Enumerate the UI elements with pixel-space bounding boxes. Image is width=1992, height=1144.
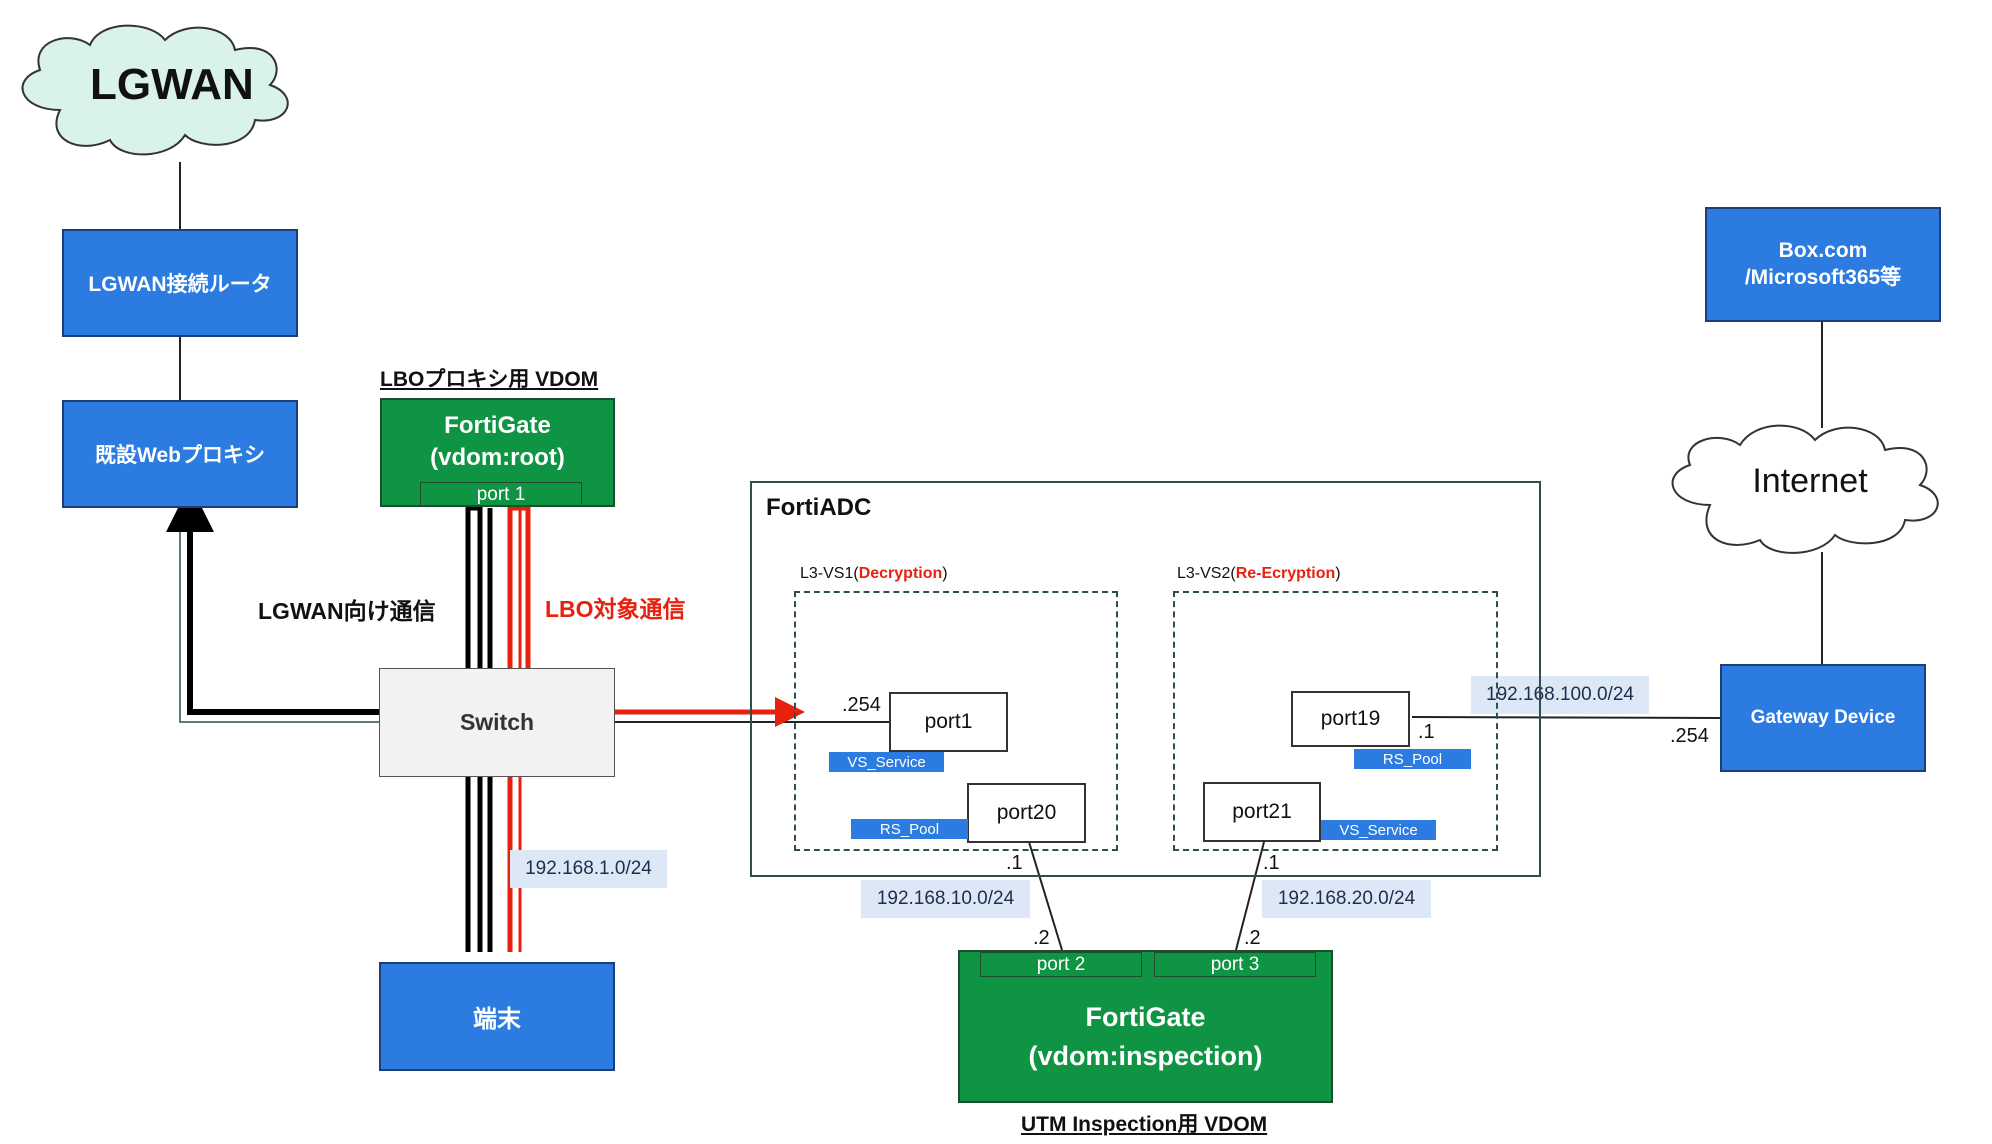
fortigate-root-vdom: (vdom:root) [430,444,565,471]
terminal-node: 端末 [379,962,615,1071]
vs2-box [1173,591,1498,851]
port21-ip-label: .1 [1263,852,1280,874]
vs2-service-tag: VS_Service [1321,820,1436,840]
fortiadc-container [750,481,1541,877]
fortiadc-title: FortiADC [766,494,872,521]
vs1-pool-tag: RS_Pool [851,819,968,839]
lgwan-router-node: LGWAN接続ルータ [62,229,298,337]
gateway-device-node: Gateway Device [1720,664,1926,772]
fortigate-inspection-vdom: (vdom:inspection) [1028,1041,1263,1071]
internet-cloud-label: Internet [1752,462,1868,500]
port1-box: port1 [889,692,1008,752]
gateway-ip-label: .254 [1670,725,1709,747]
port20-box: port20 [967,783,1086,843]
web-proxy-node: 既設Webプロキシ [62,400,298,508]
vs1-title-prefix: L3-VS1( [800,565,859,582]
lbo-flow-label: LBO対象通信 [545,596,686,622]
port19-box: port19 [1291,691,1410,747]
vs1-title-highlight: Decryption [858,565,943,582]
fortigate-root-node: FortiGate (vdom:root) port 1 [380,398,615,507]
switch-label: Switch [459,709,535,735]
port19-ip-label: .1 [1418,721,1435,743]
lgwan-cloud-label: LGWAN [90,60,254,109]
vs1-title: L3-VS1(Decryption) [800,565,948,583]
fg-port2-ip-label: .2 [1033,927,1050,949]
vs2-pool-tag: RS_Pool [1354,749,1471,769]
internet-cloud-shape [1671,424,1939,554]
fortigate-inspection-name: FortiGate [1085,1002,1206,1032]
fortigate-root-caption: LBOプロキシ用 VDOM [380,368,599,391]
vs2-title-highlight: Re-Ecryption [1235,565,1336,582]
fortigate-inspection-port2: port 2 [980,952,1142,977]
fortigate-root-port1: port 1 [420,482,582,507]
fg-port3-ip-label: .2 [1244,927,1261,949]
lgwan-flow-label: LGWAN向け通信 [258,598,436,624]
vs2-title-prefix: L3-VS2( [1177,565,1236,582]
vs2-title-suffix: ) [1335,565,1341,582]
vs1-box [794,591,1118,851]
subnet-192-168-1: 192.168.1.0/24 [510,850,667,888]
switch-node: Switch [379,668,615,777]
subnet-192-168-100: 192.168.100.0/24 [1471,676,1649,714]
vs2-title: L3-VS2(Re-Ecryption) [1177,565,1341,583]
vs1-service-tag: VS_Service [829,752,944,772]
lgwan-cloud-shape [21,24,289,156]
port21-box: port21 [1203,782,1321,842]
subnet-192-168-20: 192.168.20.0/24 [1262,880,1431,918]
fortigate-inspection-node: port 2 port 3 FortiGate (vdom:inspection… [958,950,1333,1103]
fortigate-inspection-port3: port 3 [1154,952,1316,977]
fortigate-inspection-caption: UTM Inspection用 VDOM [1021,1113,1268,1136]
fortigate-root-name: FortiGate [444,412,551,439]
port1-ip-label: .254 [842,694,881,716]
vs1-title-suffix: ) [942,565,948,582]
port20-ip-label: .1 [1006,852,1023,874]
subnet-192-168-10: 192.168.10.0/24 [861,880,1030,918]
box-microsoft365-node: Box.com /Microsoft365等 [1705,207,1941,322]
